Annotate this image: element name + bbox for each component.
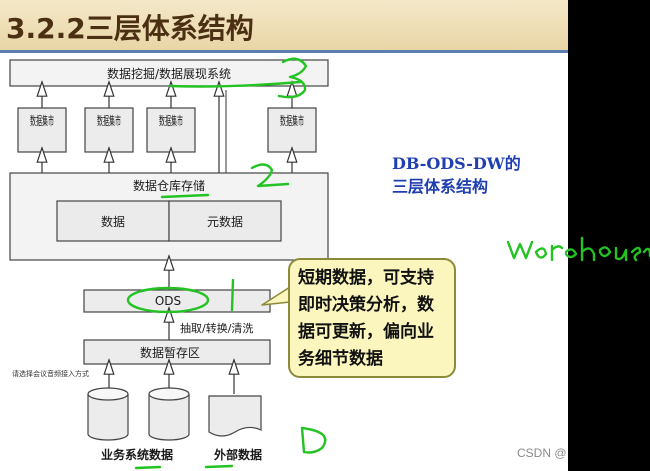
source-external-label: 外部数据: [214, 447, 262, 462]
data-mart-label: 数据集市: [30, 113, 54, 128]
warehouse-label: 数据仓库存储: [133, 178, 205, 193]
ods-callout: 短期数据，可支持即时决策分析，数据可更新，偏向业务细节数据: [288, 258, 456, 378]
csdn-watermark: CSDN @: [517, 446, 567, 460]
title-bar: 3.2.2三层体系结构: [0, 0, 568, 50]
database-icon: [148, 387, 190, 441]
warehouse-meta-box: [168, 200, 282, 242]
source-business-label: 业务系统数据: [101, 447, 173, 462]
mining-system-label: 数据挖掘/数据展现系统: [107, 66, 231, 81]
meeting-audio-tooltip[interactable]: 请选择会议音频接入方式: [12, 370, 89, 378]
data-mart-label: 数据集市: [97, 113, 121, 128]
warehouse-meta-label: 元数据: [207, 214, 243, 229]
caption-line-1: DB-ODS-DW的: [392, 154, 521, 173]
title-rule: [0, 50, 568, 53]
diagram-caption: DB-ODS-DW的 三层体系结构: [392, 152, 521, 198]
staging-label: 数据暂存区: [140, 345, 200, 360]
ods-label: ODS: [155, 294, 181, 308]
warehouse-data-box: [56, 200, 170, 242]
warehouse-data-label: 数据: [101, 214, 125, 229]
slide-title: 3.2.2三层体系结构: [6, 12, 254, 45]
data-mart-label: 数据集市: [280, 113, 304, 128]
data-mart-label: 数据集市: [159, 113, 183, 128]
database-icon: [87, 387, 129, 441]
callout-text: 短期数据，可支持即时决策分析，数据可更新，偏向业务细节数据: [298, 268, 434, 369]
caption-line-2: 三层体系结构: [392, 177, 489, 196]
etl-label: 抽取/转换/清洗: [180, 321, 253, 335]
document-icon: [208, 395, 262, 437]
